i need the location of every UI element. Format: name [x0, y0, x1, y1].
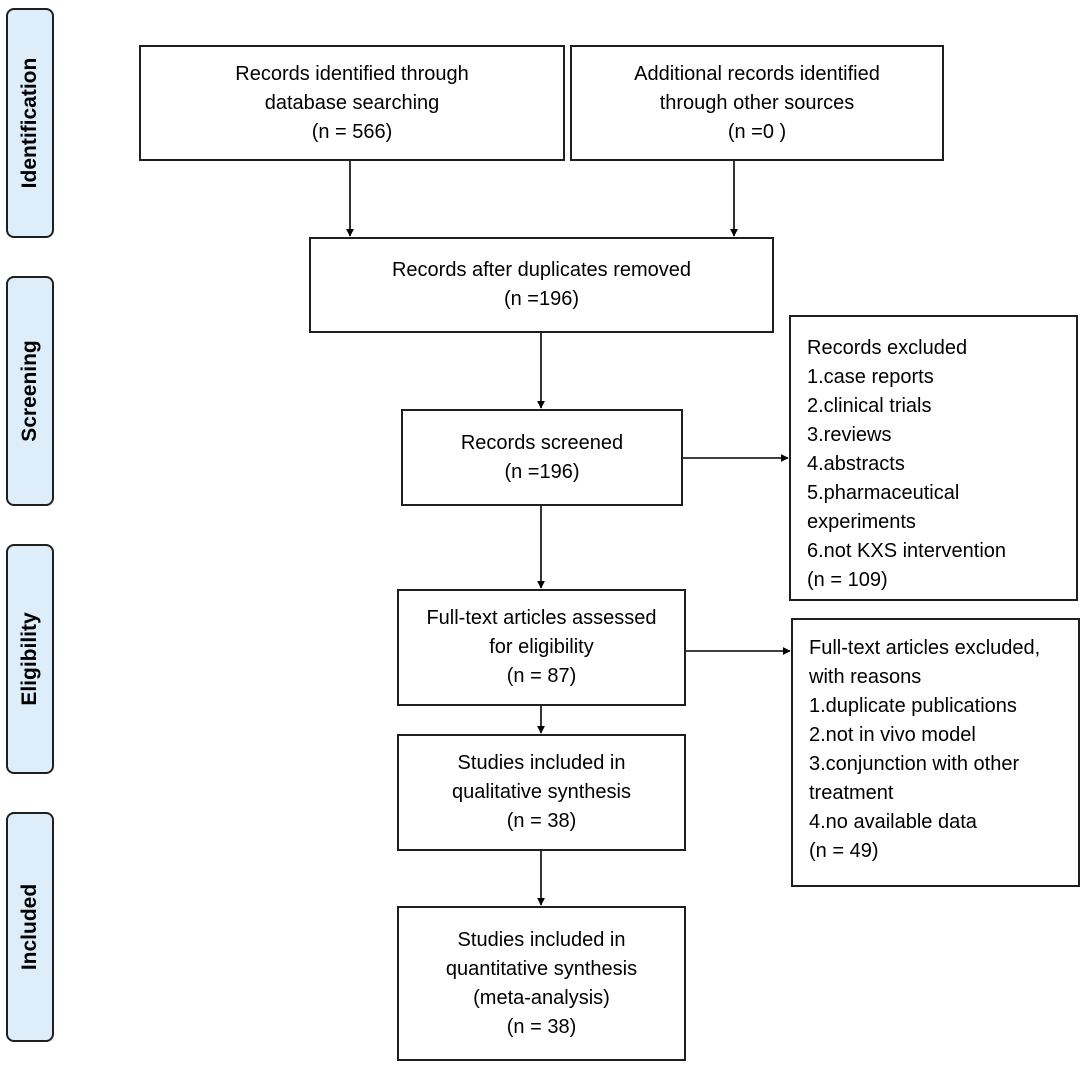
phase-included: Included: [6, 812, 54, 1042]
box-line: 3.reviews: [807, 424, 892, 446]
box-line: (meta-analysis): [473, 986, 610, 1009]
box-line: (n = 49): [809, 840, 879, 862]
box-line: (n = 109): [807, 569, 888, 591]
box-line: (n =196): [504, 460, 580, 483]
box-line: (n = 87): [506, 665, 577, 687]
box-full-text-assessed: Full-text articles assessed for eligibil…: [397, 589, 686, 706]
box-line: through other sources: [659, 91, 855, 114]
box-line: Records excluded: [807, 337, 968, 359]
box-line: Full-text articles assessed: [426, 607, 657, 629]
phase-identification: Identification: [6, 8, 54, 238]
box-line: Studies included in: [457, 928, 626, 951]
box-records-screened: Records screened (n =196): [401, 409, 683, 506]
box-line: Additional records identified: [634, 62, 880, 85]
box-line: Records after duplicates removed: [391, 259, 692, 281]
box-line: 2.clinical trials: [807, 395, 932, 417]
box-line: Studies included in: [457, 752, 626, 774]
box-line: 2.not in vivo model: [809, 724, 976, 746]
box-line: experiments: [807, 511, 916, 533]
box-database-records: Records identified through database sear…: [139, 45, 565, 161]
box-line: database searching: [264, 91, 440, 114]
box-records-excluded: Records excluded 1.case reports 2.clinic…: [789, 315, 1078, 601]
box-line: for eligibility: [489, 636, 594, 658]
box-line: qualitative synthesis: [452, 781, 631, 803]
box-line: treatment: [809, 782, 894, 804]
box-full-text-excluded: Full-text articles excluded, with reason…: [791, 618, 1080, 887]
box-line: (n = 38): [506, 810, 577, 832]
box-duplicates-removed: Records after duplicates removed (n =196…: [309, 237, 774, 333]
box-line: (n =196): [503, 288, 580, 310]
box-other-sources: Additional records identified through ot…: [570, 45, 944, 161]
box-line: Full-text articles excluded,: [809, 637, 1041, 659]
box-line: (n = 38): [506, 1015, 577, 1038]
box-line: 5.pharmaceutical: [807, 482, 960, 504]
box-qualitative-synthesis: Studies included in qualitative synthesi…: [397, 734, 686, 851]
box-line: 3.conjunction with other: [809, 753, 1020, 775]
box-line: (n = 566): [311, 120, 393, 143]
box-line: 6.not KXS intervention: [807, 540, 1007, 562]
box-line: 1.case reports: [807, 366, 934, 388]
box-line: with reasons: [809, 666, 922, 688]
box-line: Records screened: [460, 431, 624, 454]
box-line: quantitative synthesis: [445, 957, 638, 980]
box-line: 4.abstracts: [807, 453, 905, 475]
phase-screening: Screening: [6, 276, 54, 506]
box-quantitative-synthesis: Studies included in quantitative synthes…: [397, 906, 686, 1061]
box-line: (n =0 ): [727, 120, 787, 143]
box-line: Records identified through: [235, 62, 469, 85]
box-line: 1.duplicate publications: [809, 695, 1017, 717]
phase-eligibility: Eligibility: [6, 544, 54, 774]
box-line: 4.no available data: [809, 811, 977, 833]
